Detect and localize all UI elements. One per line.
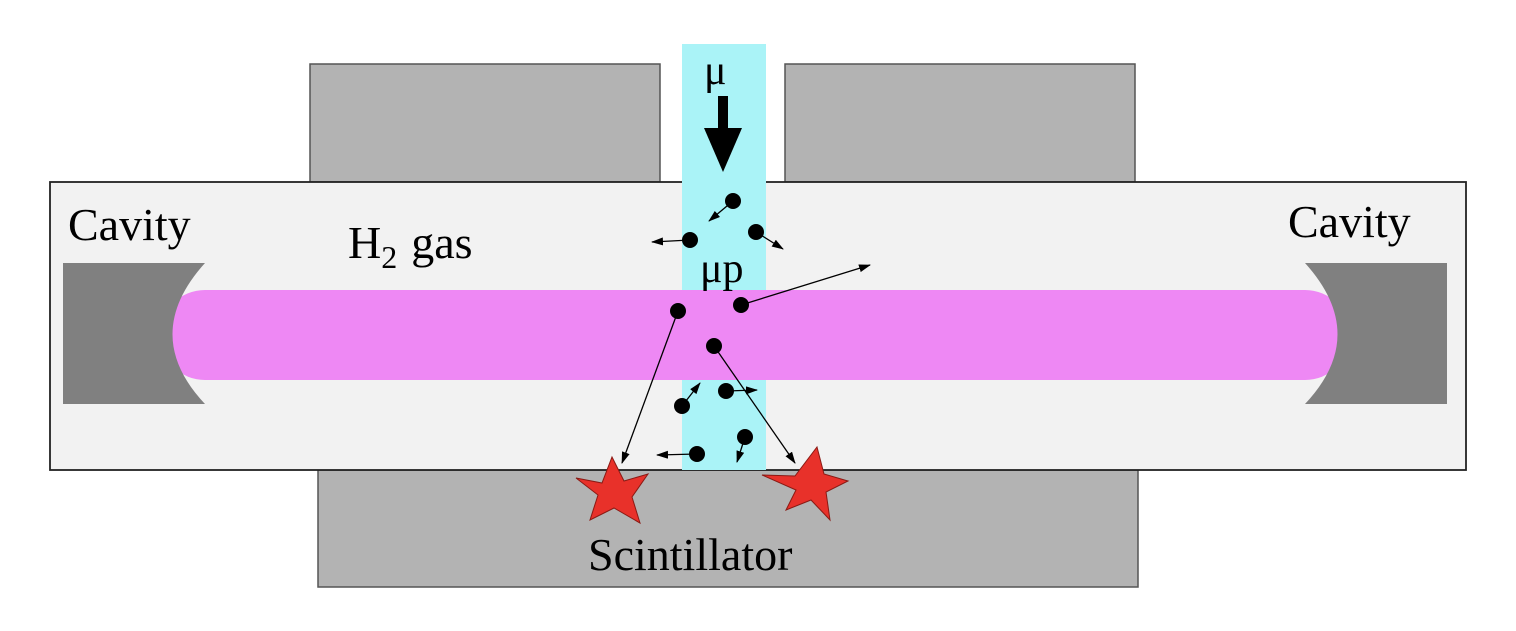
gas-label-subscript: 2 xyxy=(381,239,397,275)
laser-beam xyxy=(160,290,1350,380)
atom xyxy=(682,232,698,248)
atom xyxy=(674,398,690,414)
atom xyxy=(718,383,734,399)
scintillator-label: Scintillator xyxy=(588,529,792,580)
lower-block xyxy=(317,469,1139,588)
upper-left-block xyxy=(309,63,661,183)
arrow-down-icon xyxy=(704,96,742,172)
atom xyxy=(670,303,686,319)
gas-label: H2 gas xyxy=(348,217,473,275)
cavity-mirror-right xyxy=(1305,263,1447,404)
cavity-label-left: Cavity xyxy=(68,199,191,250)
gas-label-suffix: gas xyxy=(411,217,472,268)
atom xyxy=(733,297,749,313)
star-burst-icon xyxy=(761,445,850,522)
atom xyxy=(737,429,753,445)
atom-track xyxy=(621,310,679,464)
atom xyxy=(706,338,722,354)
upper-right-block xyxy=(784,63,1136,183)
gas-label-main: H xyxy=(348,217,381,268)
cavity-label-right: Cavity xyxy=(1288,196,1411,247)
cavity-mirror-left xyxy=(63,263,205,404)
atom-track xyxy=(740,264,871,306)
muon-label: μ xyxy=(704,48,727,94)
star-burst-icon xyxy=(575,455,650,525)
atom xyxy=(689,446,705,462)
muonic-hydrogen-label: μp xyxy=(700,246,744,292)
atom xyxy=(748,224,764,240)
atom xyxy=(725,193,741,209)
atom-track xyxy=(713,345,796,464)
muonic-atoms xyxy=(621,193,871,464)
